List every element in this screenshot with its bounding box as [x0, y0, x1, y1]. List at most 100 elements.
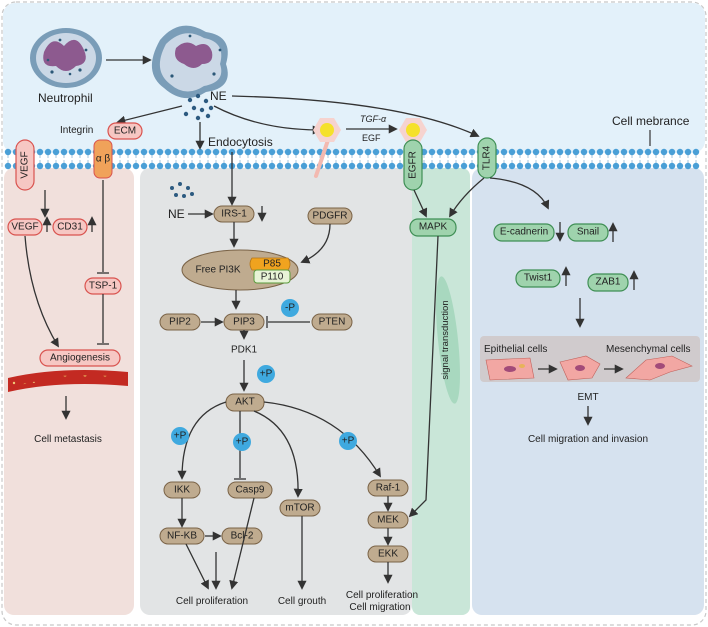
- integrin-label: Integrin: [60, 125, 93, 136]
- tlr4-receptor: TLR4: [477, 137, 497, 179]
- emt-label: EMT: [577, 392, 598, 403]
- arrow-akt-to-raf1: [263, 401, 381, 478]
- arrow-ne-to-tlr4: [231, 95, 480, 138]
- mapk-label: MAPK: [419, 222, 448, 233]
- p110-label: P110: [261, 272, 284, 283]
- cell-migration-invasion-label: Cell migration and invasion: [528, 434, 648, 445]
- arrow-nfkb-to-proliferation: [185, 543, 209, 590]
- signal-transduction-band: [436, 276, 460, 404]
- zab1-label: ZAB1: [595, 277, 620, 288]
- neutrophil-cell: [30, 28, 102, 88]
- tgf-alpha-label: TGF-α: [360, 114, 387, 124]
- cell-proliferation-label: Cell proliferation: [176, 596, 248, 607]
- nfkb-node: [159, 527, 205, 545]
- arrow-tlr4-to-ecadherin: [489, 177, 550, 210]
- mtor-label: mTOR: [285, 503, 314, 514]
- cell-migration-erk-label: Cell migration: [349, 602, 410, 613]
- vegf-node: [7, 218, 43, 236]
- signal-column-bg: [412, 168, 470, 615]
- phosphorylation-badge-casp9: [233, 433, 251, 451]
- nfkb-label: NF-KB: [167, 531, 197, 542]
- bcl2-label: Bcl-2: [231, 531, 254, 542]
- arrow-akt-to-mtor: [253, 410, 303, 498]
- cell-growth-label: Cell grouth: [278, 596, 326, 607]
- mapk-node: [409, 218, 457, 237]
- ecm-node: [107, 122, 143, 140]
- casp9-label: Casp9: [236, 485, 265, 496]
- pten-label: PTEN: [319, 317, 346, 328]
- epithelial-cell-image: [485, 357, 535, 381]
- ne-granules-middle: [170, 182, 194, 198]
- epithelial-cells-label: Epithelial cells: [484, 344, 547, 355]
- twist1-node: [515, 269, 561, 288]
- blood-vessel: [8, 370, 128, 392]
- zab1-node: [587, 273, 629, 292]
- egfr-receptor: EGFR: [403, 139, 423, 191]
- plus-p-label-casp9: +P: [236, 437, 249, 448]
- signal-transduction-label: signal transduction: [440, 300, 451, 379]
- pdgfr-label: PDGFR: [313, 211, 348, 222]
- integrin-receptor: α β: [93, 139, 113, 179]
- irs1-label: IRS-1: [221, 209, 247, 220]
- ekk-label: EKK: [378, 549, 398, 560]
- p110-subunit: [253, 269, 291, 284]
- arrow-akt-to-ikk: [177, 401, 227, 480]
- phosphorylation-badge-ikk: [171, 427, 189, 445]
- ne-label-top: NE: [210, 89, 227, 103]
- twist1-label: Twist1: [524, 273, 553, 284]
- vegf-receptor: VEGF: [15, 139, 35, 191]
- raf1-label: Raf-1: [376, 483, 401, 494]
- vegf-label: VEGF: [11, 222, 38, 233]
- minus-p-label: -P: [285, 303, 295, 314]
- cd31-node: [52, 218, 88, 236]
- ikk-label: IKK: [174, 485, 190, 496]
- mesenchymal-cell-image: [625, 355, 693, 381]
- arrow-ne-to-integrin: [116, 105, 183, 125]
- arrow-ne-to-growth-factor: [213, 105, 322, 135]
- free-pi3k-label: Free PI3K: [195, 265, 240, 276]
- pip3-label: PIP3: [233, 317, 255, 328]
- egfr-bound-ligand: [399, 118, 427, 142]
- pten-node: [311, 313, 353, 331]
- transitional-cell-image: [559, 355, 601, 381]
- casp9-node: [227, 481, 273, 499]
- akt-label: AKT: [235, 397, 254, 408]
- plus-p-label-ikk: +P: [174, 431, 187, 442]
- cell-membrane-label: Cell mebrance: [612, 114, 690, 128]
- svg-text:α β: α β: [96, 154, 111, 165]
- tsp1-label: TSP-1: [89, 281, 118, 292]
- angiogenesis-label: Angiogenesis: [50, 353, 110, 364]
- arrow-casp9-to-proliferation: [229, 497, 255, 590]
- arrow-vegf-to-angiogenesis: [24, 235, 59, 348]
- p85-label: P85: [263, 259, 281, 270]
- arrow-egfr-to-mapk: [413, 189, 428, 218]
- arrow-pdgfr-to-pi3k: [300, 223, 331, 264]
- snail-node: [567, 223, 609, 242]
- mesenchymal-cells-label: Mesenchymal cells: [606, 344, 690, 355]
- cd31-label: CD31: [57, 222, 83, 233]
- ne-granules: [183, 93, 214, 121]
- endocytosis-label: Endocytosis: [208, 135, 273, 149]
- arrow-mapk-to-mek: [408, 235, 439, 518]
- growth-factor-ligand-endocytosed: [313, 118, 341, 178]
- dephosphorylation-badge: [281, 299, 299, 317]
- mtor-node: [279, 499, 321, 517]
- phosphorylation-badge-akt: [257, 365, 275, 383]
- cell-proliferation-erk-label: Cell proliferation: [346, 590, 418, 601]
- plus-p-label-akt: +P: [260, 369, 273, 380]
- activated-neutrophil-cell: [151, 25, 228, 99]
- mek-label: MEK: [377, 515, 399, 526]
- egf-label: EGF: [362, 133, 381, 143]
- pdk1-label: PDK1: [231, 345, 258, 356]
- snail-label: Snail: [577, 227, 599, 238]
- phosphorylation-badge-raf1: [339, 432, 357, 450]
- pip2-label: PIP2: [169, 317, 191, 328]
- cell-metastasis-label: Cell metastasis: [34, 434, 102, 445]
- pip2-node: [159, 313, 201, 331]
- ne-label-middle: NE: [168, 207, 185, 221]
- ecadherin-label: E-cadnerin: [500, 227, 548, 238]
- ecm-label: ECM: [114, 126, 136, 137]
- arrow-tlr4-to-mapk: [449, 177, 485, 218]
- svg-text:TLR4: TLR4: [482, 145, 493, 170]
